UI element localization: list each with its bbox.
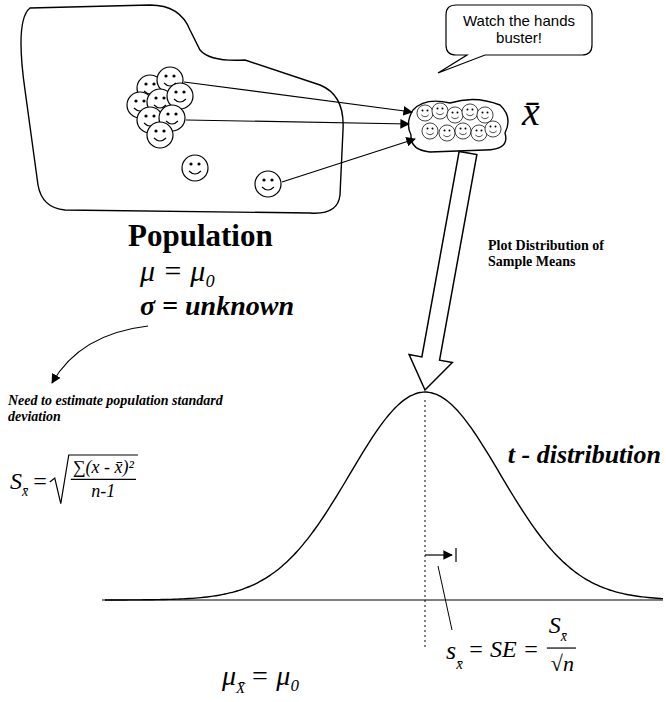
note: Need to estimate population standard dev… xyxy=(8,393,223,425)
smiley-face xyxy=(485,121,501,137)
sampling-arrow xyxy=(184,82,412,112)
formula-numerator: ∑(x - x̄)² xyxy=(73,457,134,478)
leader-arrow xyxy=(52,326,148,383)
distribution-title: t - distribution xyxy=(508,440,661,470)
formula-denominator: n-1 xyxy=(91,481,115,502)
sampling-arrow xyxy=(186,120,409,124)
smiley-face xyxy=(455,123,471,139)
sample-blob: x̄ xyxy=(405,95,510,155)
fraction-bar xyxy=(547,647,576,648)
population-faces xyxy=(127,67,281,197)
formula-numerator: S xyxy=(549,612,561,640)
formula-symbol: μ xyxy=(222,660,236,692)
sample-mean-symbol: x̄ xyxy=(522,89,540,135)
bubble-outline xyxy=(438,5,592,73)
leader-line xyxy=(438,566,452,630)
formula-operator: = μ₀ xyxy=(250,660,300,692)
t-distribution-curve: t - distribution xyxy=(100,385,666,615)
smiley-face xyxy=(432,103,448,119)
population-blob: Populationμ = μ₀σ = unknown xyxy=(15,0,355,335)
fraction-bar xyxy=(71,479,136,480)
formula-operator: = xyxy=(33,468,47,496)
smiley-face xyxy=(182,155,208,181)
smiley-face xyxy=(255,171,281,197)
speech-bubble: Watch the hands buster! xyxy=(445,4,593,56)
smiley-face xyxy=(147,122,173,148)
formula-subscript: x̄ xyxy=(22,484,28,500)
sample-blob-outline xyxy=(405,95,510,155)
formula-subscript: X̄ xyxy=(236,680,245,697)
smiley-face xyxy=(422,123,438,139)
mean-line xyxy=(425,400,426,650)
formula-symbol: s xyxy=(446,636,456,666)
sample-outline xyxy=(408,99,508,152)
sample-faces xyxy=(417,103,501,141)
plot-arrow xyxy=(409,151,477,390)
formula-subscript: x̄ xyxy=(561,629,567,645)
standard-error-tick xyxy=(455,548,456,562)
population-heading: Population xyxy=(128,218,273,254)
sampling-arrow xyxy=(282,139,415,182)
standard-error-arrow xyxy=(425,554,452,555)
speech-text: Watch the hands buster! xyxy=(453,12,585,47)
axis-line xyxy=(102,599,663,600)
smiley-face xyxy=(447,107,463,123)
population-mean: μ = μ₀ xyxy=(140,254,216,289)
smiley-face xyxy=(471,125,487,141)
formula-operator: = SE = xyxy=(468,636,539,664)
population-outline xyxy=(21,5,343,213)
formula-denominator: √n xyxy=(551,651,574,676)
bell-curve xyxy=(105,392,663,600)
formula-subscript: x̄ xyxy=(456,656,463,673)
smiley-face xyxy=(462,104,478,120)
population-sd: σ = unknown xyxy=(140,290,294,322)
radical-sign xyxy=(50,455,138,504)
t-distribution-curve-outline xyxy=(100,385,666,615)
smiley-face xyxy=(477,107,493,123)
formula-symbol: S xyxy=(10,468,22,496)
smiley-face xyxy=(439,125,455,141)
smiley-face xyxy=(417,105,433,121)
arrow-label: Plot Distribution of Sample Means xyxy=(488,238,618,270)
